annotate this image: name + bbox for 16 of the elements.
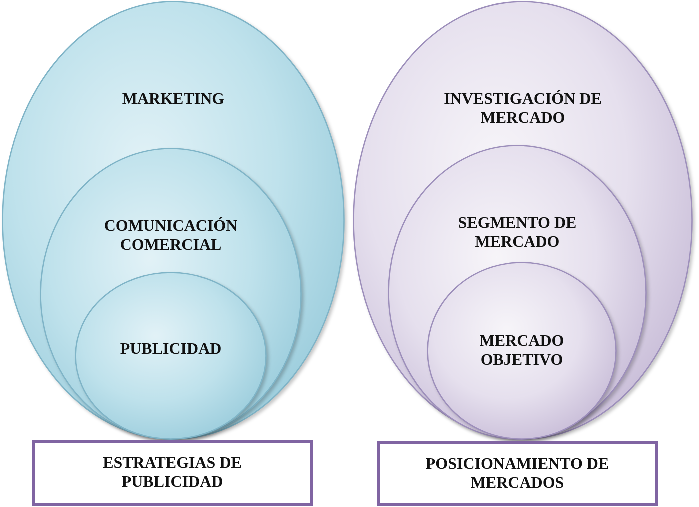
label-box: [377, 441, 658, 506]
box-label: POSICIONAMIENTO DE MERCADOS: [424, 454, 610, 492]
label-box: [32, 440, 313, 506]
nested-oval: [75, 272, 267, 440]
oval-label: INVESTIGACIÓN DE MERCADO: [443, 90, 603, 128]
oval-label: SEGMENTO DE MERCADO: [457, 214, 578, 252]
nested-oval: [40, 148, 302, 440]
nested-oval: [388, 145, 647, 440]
nested-oval: [353, 1, 693, 440]
box-label: ESTRATEGIAS DE PUBLICIDAD: [102, 454, 243, 492]
oval-label: MERCADO OBJETIVO: [478, 332, 566, 370]
nested-oval: [2, 1, 345, 440]
oval-label: PUBLICIDAD: [120, 340, 222, 359]
oval-label: MARKETING: [122, 90, 225, 109]
nested-oval: [427, 262, 617, 440]
oval-label: COMUNICACIÓN COMERCIAL: [103, 217, 239, 255]
